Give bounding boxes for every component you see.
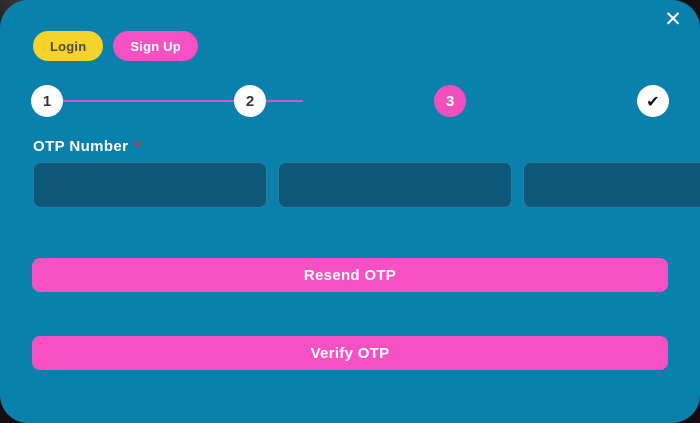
tab-login[interactable]: Login bbox=[33, 31, 104, 61]
close-icon[interactable]: ✕ bbox=[656, 2, 690, 36]
stepper-connector-2 bbox=[266, 100, 303, 102]
auth-tabs: Login Sign Up bbox=[33, 31, 198, 61]
check-icon: ✔ bbox=[646, 91, 660, 111]
otp-digit-input-2[interactable] bbox=[278, 162, 512, 208]
step-1: 1 bbox=[31, 85, 63, 117]
otp-inputs bbox=[33, 162, 700, 208]
tab-signup[interactable]: Sign Up bbox=[113, 31, 198, 61]
stepper-connector-1 bbox=[63, 100, 234, 102]
verify-otp-button[interactable]: Verify OTP bbox=[32, 336, 668, 370]
otp-digit-input-1[interactable] bbox=[33, 162, 267, 208]
step-complete: ✔ bbox=[637, 85, 669, 117]
step-2: 2 bbox=[234, 85, 266, 117]
step-3-active: 3 bbox=[434, 85, 466, 117]
required-asterisk: * bbox=[134, 138, 141, 155]
resend-otp-button[interactable]: Resend OTP bbox=[32, 258, 668, 292]
otp-digit-input-3[interactable] bbox=[523, 162, 700, 208]
otp-label: OTP Number bbox=[33, 138, 129, 155]
otp-label-row: OTP Number * bbox=[33, 138, 141, 155]
